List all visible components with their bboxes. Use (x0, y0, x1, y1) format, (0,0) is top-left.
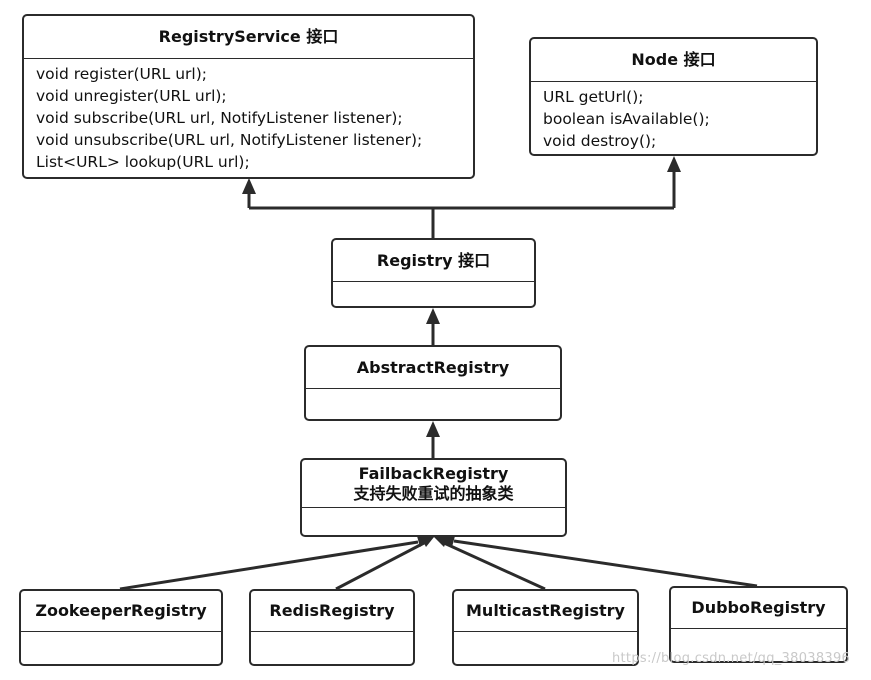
registryservice-box: RegistryService 接口 void register(URL url… (22, 14, 475, 179)
failbackregistry-subtitle: 支持失败重试的抽象类 (353, 483, 514, 503)
registry-title: Registry 接口 (376, 250, 491, 270)
registry-box: Registry 接口 (331, 238, 536, 308)
multicastregistry-box: MulticastRegistry (452, 589, 639, 666)
method-isavailable: boolean isAvailable(); (543, 110, 710, 128)
registry-title-section: Registry 接口 (333, 240, 534, 282)
node-title: Node 接口 (631, 50, 716, 69)
arrowhead-redis (420, 536, 434, 547)
method-destroy: void destroy(); (543, 132, 657, 150)
method-register: void register(URL url); (36, 65, 207, 83)
connector-dubbo-to-failback (453, 539, 758, 588)
zookeeperregistry-title-section: ZookeeperRegistry (21, 591, 221, 632)
watermark-text: https://blog.csdn.net/qq_38038396 (612, 651, 851, 666)
node-box: Node 接口 URL getUrl(); boolean isAvailabl… (529, 37, 818, 156)
registryservice-methods: void register(URL url); void unregister(… (24, 59, 473, 173)
zookeeperregistry-box: ZookeeperRegistry (19, 589, 223, 666)
arrowhead-to-abstractregistry (426, 421, 440, 437)
arrowhead-to-registryservice (242, 178, 256, 194)
method-unsubscribe: void unsubscribe(URL url, NotifyListener… (36, 131, 423, 149)
method-lookup: List<URL> lookup(URL url); (36, 153, 250, 171)
multicastregistry-title: MulticastRegistry (466, 601, 625, 620)
redisregistry-box: RedisRegistry (249, 589, 415, 666)
registryservice-title: RegistryService 接口 (158, 27, 339, 46)
connector-redis-to-failback (335, 541, 425, 591)
abstractregistry-title-section: AbstractRegistry (306, 347, 560, 389)
dubboregistry-box: DubboRegistry (669, 586, 848, 663)
multicastregistry-title-section: MulticastRegistry (454, 591, 637, 632)
connector-multicast-to-failback (443, 541, 546, 591)
registryservice-title-section: RegistryService 接口 (24, 16, 473, 59)
abstractregistry-box: AbstractRegistry (304, 345, 562, 421)
dubboregistry-title: DubboRegistry (691, 598, 826, 617)
failbackregistry-box: FailbackRegistry 支持失败重试的抽象类 (300, 458, 567, 537)
method-subscribe: void subscribe(URL url, NotifyListener l… (36, 109, 403, 127)
node-methods: URL getUrl(); boolean isAvailable(); voi… (531, 82, 816, 152)
failbackregistry-title: FailbackRegistry (358, 463, 509, 483)
dubboregistry-title-section: DubboRegistry (671, 588, 846, 629)
redisregistry-title-section: RedisRegistry (251, 591, 413, 632)
zookeeperregistry-title: ZookeeperRegistry (35, 601, 207, 620)
connector-zookeeper-to-failback (119, 540, 419, 591)
method-unregister: void unregister(URL url); (36, 87, 227, 105)
arrowhead-to-registry (426, 308, 440, 324)
method-geturl: URL getUrl(); (543, 88, 644, 106)
redisregistry-title: RedisRegistry (269, 601, 395, 620)
abstractregistry-title: AbstractRegistry (356, 357, 510, 377)
arrowhead-to-node (667, 156, 681, 172)
arrowhead-dubbo (434, 536, 455, 547)
node-title-section: Node 接口 (531, 39, 816, 82)
failbackregistry-title-section: FailbackRegistry 支持失败重试的抽象类 (302, 460, 565, 508)
